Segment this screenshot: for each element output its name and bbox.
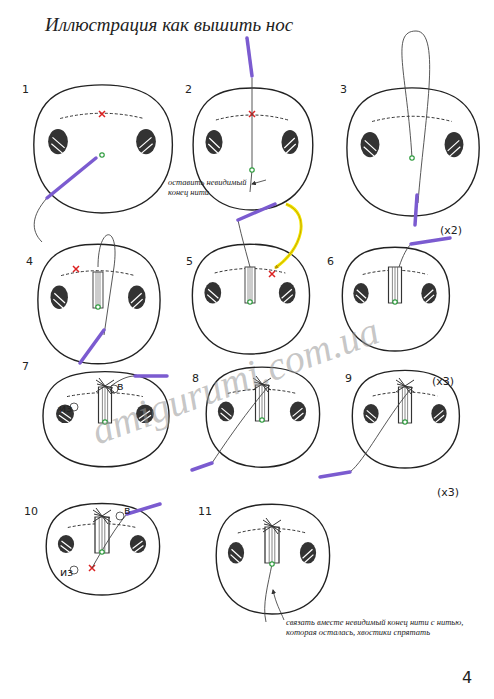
step-9 <box>320 370 459 477</box>
note-text: связать вместе невидимый конец нити с ни… <box>286 618 476 638</box>
page-title: Иллюстрация как вышить нос <box>45 14 293 36</box>
step-number: 9 <box>345 372 352 385</box>
note-text: оставить невидимый конец нити <box>168 178 264 198</box>
page-number: 4 <box>462 668 472 687</box>
step-number: 1 <box>22 83 29 96</box>
point-label: из <box>60 566 73 579</box>
point-label: из <box>59 402 72 415</box>
step-number: 10 <box>24 505 38 518</box>
repeat-count: (x3) <box>432 375 454 388</box>
step-number: 2 <box>185 83 192 96</box>
repeat-count: (x3) <box>437 486 459 499</box>
repeat-count: (x2) <box>440 224 462 237</box>
step-number: 11 <box>198 505 212 518</box>
step-number: 3 <box>340 83 347 96</box>
step-number: 6 <box>327 255 334 268</box>
step-number: 5 <box>186 255 193 268</box>
step-1 <box>34 85 173 242</box>
step-10 <box>46 504 160 596</box>
step-number: 4 <box>26 255 33 268</box>
step-4 <box>38 235 160 364</box>
step-number: 7 <box>22 360 29 373</box>
step-3 <box>347 31 479 225</box>
point-label: в <box>124 504 130 517</box>
step-5 <box>192 204 309 354</box>
point-label: в <box>117 380 123 393</box>
step-11 <box>216 504 329 622</box>
